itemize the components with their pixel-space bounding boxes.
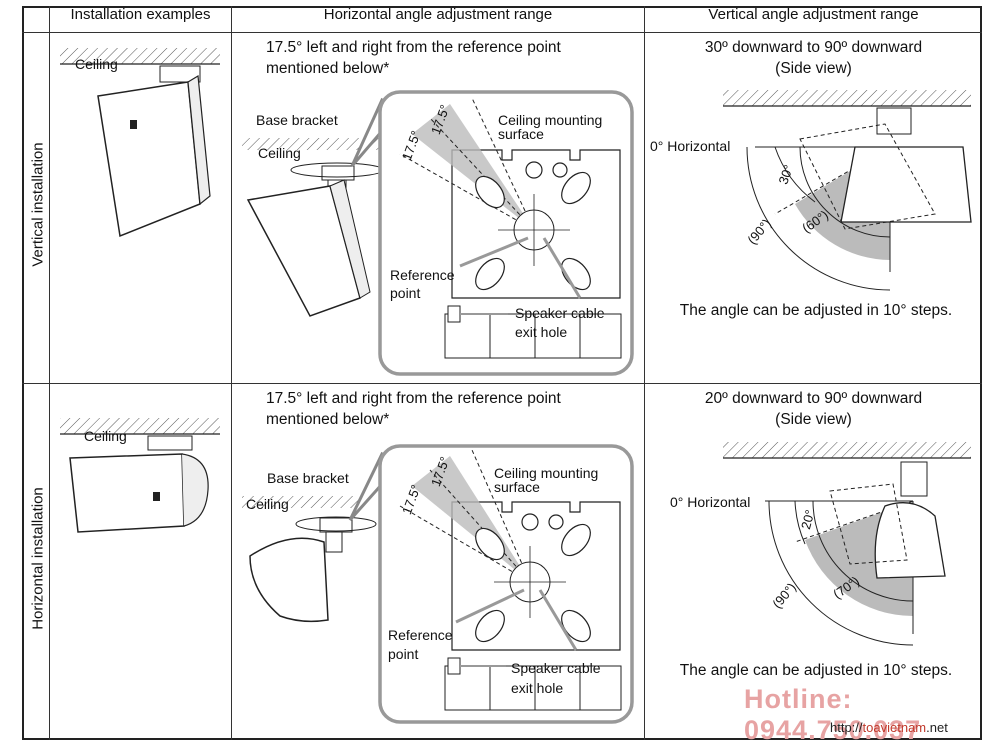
steps-note-row2: The angle can be adjusted in 10° steps. [679, 662, 953, 679]
vertical-range-desc-row2-line2: (Side view) [775, 411, 852, 428]
zero-horizontal-label: 0° Horizontal [650, 138, 731, 154]
specs-table [22, 6, 982, 740]
row-label-vertical: Vertical installation [29, 142, 47, 267]
vertical-range-desc-row2: 20º downward to 90º downward (Side view) [645, 388, 982, 430]
speaker-cable-label-row2: Speaker cable exit hole [511, 658, 601, 698]
col-divider-2 [644, 6, 645, 740]
header-divider [22, 32, 982, 33]
horizontal-range-desc-row2-line2: mentioned below* [266, 411, 390, 428]
header-horizontal-range: Horizontal angle adjustment range [323, 6, 553, 23]
steps-note: The angle can be adjusted in 10° steps. [679, 302, 953, 319]
url-suffix: .net [926, 720, 948, 735]
horizontal-installation-speaker-illustration [60, 418, 220, 533]
header-vertical-range: Vertical angle adjustment range [708, 6, 919, 23]
horizontal-range-desc-row2: 17.5° left and right from the reference … [266, 388, 561, 430]
col-divider-1 [231, 6, 232, 740]
reference-row2-line2: point [388, 646, 419, 662]
vertical-range-desc: 30º downward to 90º downward (Side view) [645, 37, 982, 79]
ceiling-mounting-label-row2: Ceiling mounting surface [494, 465, 598, 495]
reference-point-label: Reference point [390, 266, 455, 302]
ceiling-mounting-line2: surface [498, 126, 544, 142]
vertical-installation-speaker-illustration [60, 48, 220, 238]
cable-row2-line2: exit hole [511, 680, 564, 696]
horizontal-range-desc-line2: mentioned below* [266, 60, 390, 77]
horizontal-range-desc-line1: 17.5° left and right from the reference … [266, 39, 561, 56]
cable-line1: Speaker cable [515, 305, 605, 321]
url-brand: toavietnam [862, 720, 927, 735]
base-bracket-label-row2: Base bracket [267, 470, 349, 486]
vertical-side-view-diagram [723, 90, 972, 291]
base-bracket-label: Base bracket [256, 112, 338, 128]
ceiling-mounting-label: Ceiling mounting surface [498, 112, 602, 142]
ceiling-label: Ceiling [75, 56, 118, 72]
reference-point-label-row2: Reference point [388, 626, 453, 664]
vertical-range-desc-row2-line1: 20º downward to 90º downward [704, 390, 923, 407]
reference-line2: point [390, 285, 421, 301]
vertical-range-desc-line1: 30º downward to 90º downward [704, 39, 923, 56]
cable-line2: exit hole [515, 324, 568, 340]
ceiling-mounting-row2-line1: Ceiling mounting [494, 465, 599, 481]
website-watermark: http://toavietnam.net [830, 720, 948, 735]
horizontal-range-desc-row2-line1: 17.5° left and right from the reference … [266, 390, 561, 407]
zero-horizontal-label-row2: 0° Horizontal [670, 494, 751, 510]
url-prefix: http:// [830, 720, 863, 735]
row-divider [22, 383, 982, 384]
ceiling-label-row2-b: Ceiling [246, 496, 289, 512]
horizontal-side-view-diagram [723, 442, 971, 646]
reference-line1: Reference [390, 267, 455, 283]
speaker-cable-label: Speaker cable exit hole [515, 304, 605, 342]
cable-row2-line1: Speaker cable [511, 660, 601, 676]
vertical-range-desc-line2: (Side view) [775, 60, 852, 77]
ceiling-label-row2: Ceiling [84, 428, 127, 444]
horizontal-range-desc: 17.5° left and right from the reference … [266, 37, 561, 79]
ceiling-label-2: Ceiling [258, 145, 301, 161]
row-label-horizontal: Horizontal installation [29, 487, 47, 630]
ceiling-mounting-line1: Ceiling mounting [498, 112, 603, 128]
reference-row2-line1: Reference [388, 627, 453, 643]
vertical-horizontal-angle-diagram [242, 90, 634, 376]
ceiling-mounting-row2-line2: surface [494, 479, 540, 495]
hotline-watermark: Hotline: 0944.750.037 [744, 684, 922, 745]
col-divider-0 [49, 6, 50, 740]
header-installation-examples: Installation examples [70, 6, 211, 23]
horizontal-horizontal-angle-diagram [242, 444, 634, 724]
